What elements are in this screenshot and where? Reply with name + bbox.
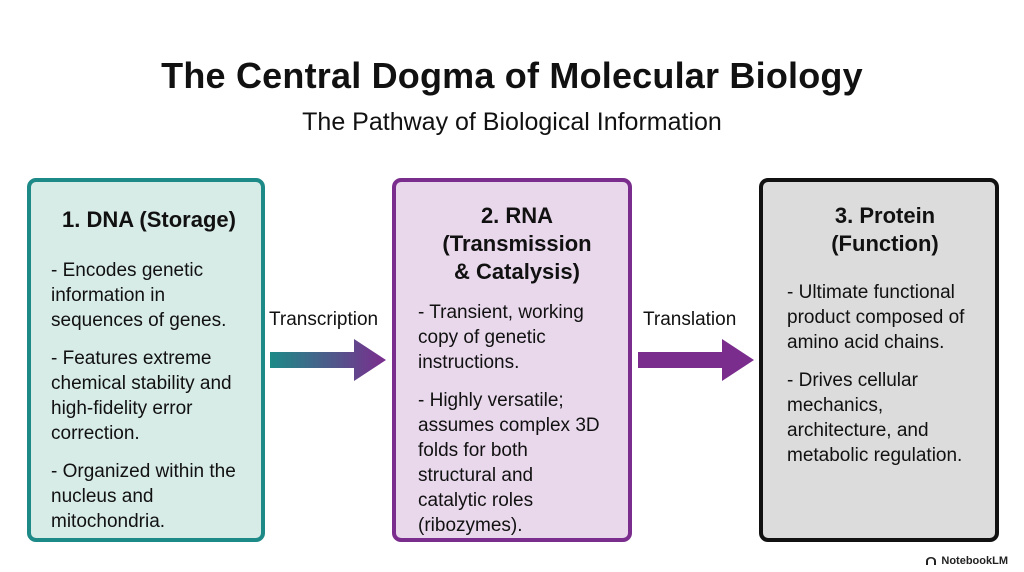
bullet-line: copy of genetic [418,327,546,348]
rna-bullet-transient: - Transient, working copy of genetic ins… [418,300,616,375]
bullet-line: sequences of genes. [51,310,227,331]
protein-bullet-ultimate: - Ultimate functional product composed o… [787,280,983,355]
transcription-label: Transcription [269,309,379,330]
bullet-line: - Organized within the [51,461,236,482]
dna-heading-line: 1. DNA (Storage) [62,207,236,232]
bullet-line: - Transient, working [418,302,584,323]
bullet-line: architecture, and [787,420,929,441]
protein-bullets: - Ultimate functional product composed o… [787,280,983,468]
bullet-line: - Ultimate functional [787,282,955,303]
page-subtitle: The Pathway of Biological Information [302,108,722,136]
dna-bullet-organized: - Organized within the nucleus and mitoc… [51,459,247,534]
protein-box: 3. Protein (Function) - Ultimate functio… [759,178,999,542]
rna-heading-line: (Transmission [442,231,592,256]
notebooklm-watermark: NotebookLM [925,555,1008,567]
transcription-arrow-icon [270,339,386,381]
bullet-line: - Features extreme [51,348,212,369]
rna-heading-line: & Catalysis) [454,259,580,284]
bullet-line: high-fidelity error [51,398,193,419]
dna-box: 1. DNA (Storage) - Encodes genetic infor… [27,178,265,542]
translation-arrow-icon [638,339,754,381]
translation-label: Translation [643,309,737,330]
dna-bullet-encodes: - Encodes genetic information in sequenc… [51,258,247,333]
watermark-text: NotebookLM [941,555,1008,567]
bullet-line: structural and [418,465,534,486]
bullet-line: mechanics, [787,395,884,416]
rna-heading-line: 2. RNA [480,203,554,228]
bullet-line: chemical stability and [51,373,232,394]
dna-bullet-stability: - Features extreme chemical stability an… [51,346,247,446]
bullet-line: folds for both [418,440,528,461]
dna-bullets: - Encodes genetic information in sequenc… [51,258,247,534]
bullet-line: - Highly versatile; [418,390,564,411]
rna-heading: 2. RNA (Transmission & Catalysis) [418,202,616,286]
bullet-line: - Drives cellular [787,370,918,391]
bullet-line: amino acid chains. [787,332,945,353]
bullet-line: assumes complex 3D [418,415,600,436]
notebooklm-logo-icon [926,557,937,565]
page-title: The Central Dogma of Molecular Biology [161,55,863,96]
bullet-line: - Encodes genetic [51,260,204,281]
bullet-line: correction. [51,423,140,444]
protein-heading-line: (Function) [831,231,939,256]
bullet-line: nucleus and [51,486,154,507]
protein-heading: 3. Protein (Function) [787,202,983,258]
rna-bullets: - Transient, working copy of genetic ins… [418,300,616,538]
bullet-line: information in [51,285,166,306]
bullet-line: (ribozymes). [418,515,523,536]
bullet-line: product composed of [787,307,965,328]
protein-bullet-drives: - Drives cellular mechanics, architectur… [787,368,983,468]
bullet-line: instructions. [418,352,520,373]
bullet-line: catalytic roles [418,490,534,511]
rna-bullet-versatile: - Highly versatile; assumes complex 3D f… [418,388,616,538]
protein-heading-line: 3. Protein [834,203,936,228]
dna-heading: 1. DNA (Storage) [51,206,247,234]
bullet-line: metabolic regulation. [787,445,963,466]
rna-box: 2. RNA (Transmission & Catalysis) - Tran… [392,178,632,542]
bullet-line: mitochondria. [51,511,166,532]
